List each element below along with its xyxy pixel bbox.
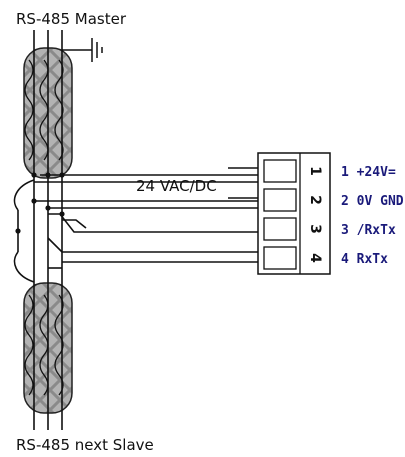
junction-dots — [15, 172, 65, 234]
pin-number: 4 — [307, 253, 323, 263]
terminal-slot — [263, 217, 297, 241]
top-cable-label: RS-485 Master — [16, 10, 127, 28]
pin-3-label: 3 /RxTx — [341, 223, 396, 238]
terminal-block: 1 2 3 4 — [257, 152, 331, 275]
pin-number: 3 — [307, 224, 323, 234]
terminal-slot — [263, 188, 297, 212]
pin-labels: 1 +24V= 2 0V GND 3 /RxTx 4 RxTx — [341, 165, 404, 267]
ground-icon — [62, 38, 103, 62]
supply-label: 24 VAC/DC — [136, 177, 217, 195]
pin-4-label: 4 RxTx — [341, 252, 388, 267]
bottom-cable-label: RS-485 next Slave — [16, 436, 154, 454]
pin-number: 2 — [307, 195, 323, 205]
pin-number: 1 — [307, 166, 323, 176]
pin-2-label: 2 0V GND — [341, 194, 404, 209]
terminal-slot — [263, 246, 297, 270]
terminal-slot — [263, 159, 297, 183]
pin-1-label: 1 +24V= — [341, 165, 396, 180]
